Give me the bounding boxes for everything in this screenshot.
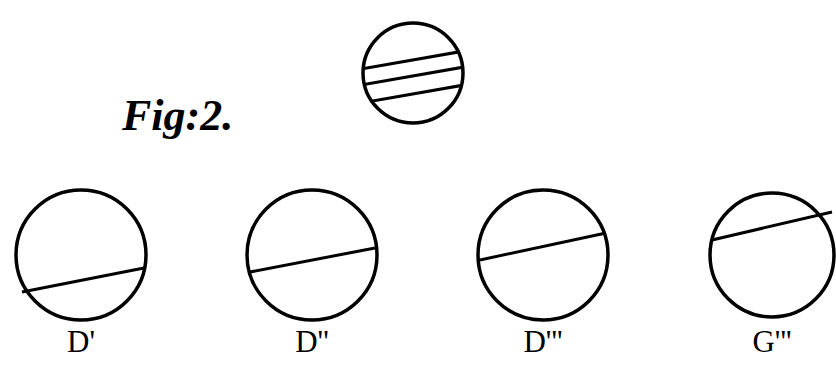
disc-d3 <box>478 190 608 320</box>
figure-label: D' <box>67 326 95 357</box>
top-disc <box>355 23 470 123</box>
figure-label: D''' <box>523 326 562 357</box>
disc-d2 <box>247 190 377 320</box>
disc-d1 <box>16 190 146 320</box>
circle-figures <box>16 23 834 320</box>
figure-label: D'' <box>295 326 329 357</box>
figure-label: G''' <box>752 326 791 357</box>
figure-title: Fig:2. <box>122 94 233 138</box>
disc-g3 <box>710 193 834 317</box>
